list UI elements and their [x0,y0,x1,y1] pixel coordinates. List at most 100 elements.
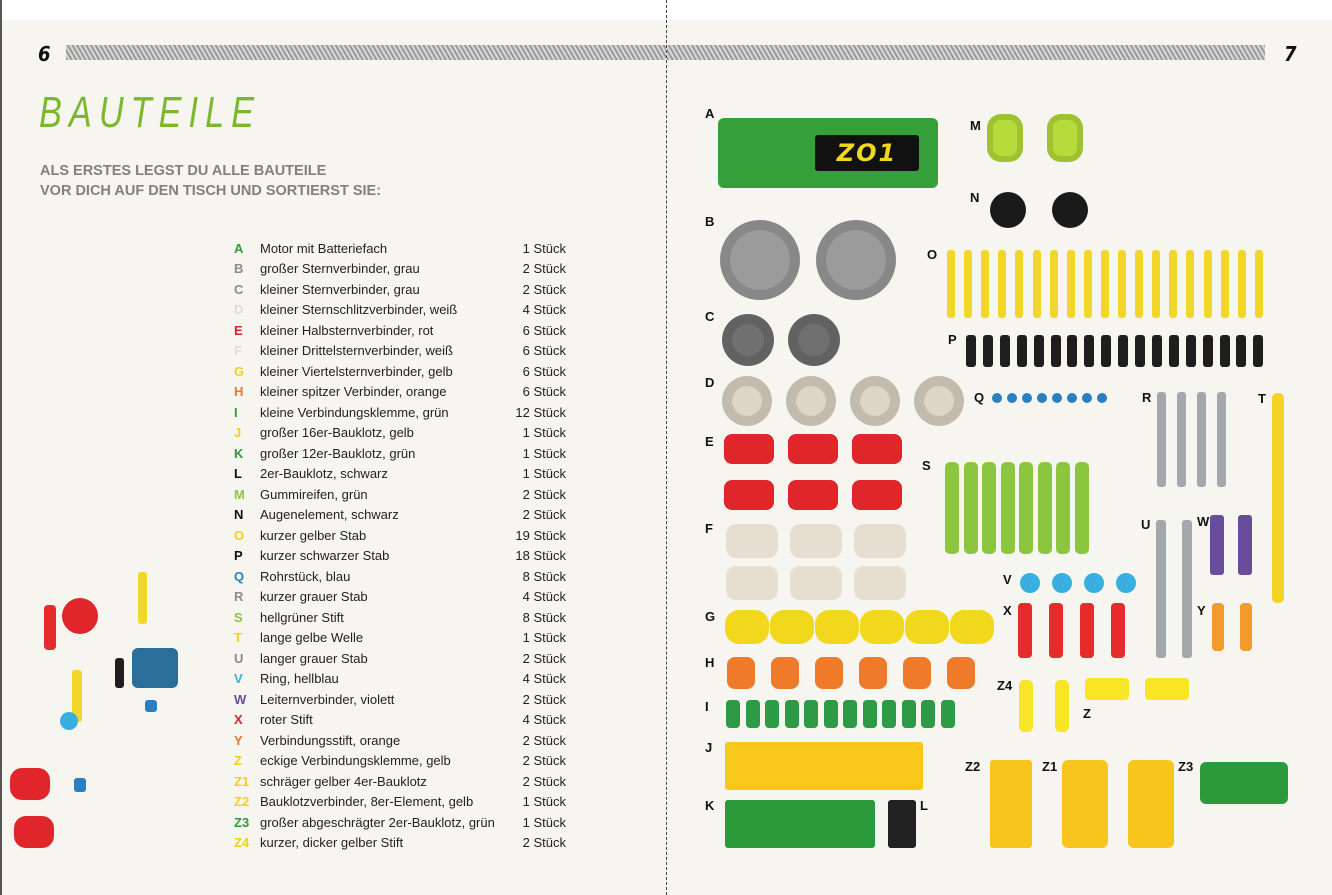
part-label-v: V [1003,572,1012,587]
ring-v-part [1052,573,1072,593]
pin-z4-part [1055,680,1069,732]
clip-i-part [765,700,779,728]
part-name: kurzer grauer Stab [260,589,368,605]
part-name: Rohrstück, blau [260,568,351,584]
part-label-u: U [1141,517,1151,532]
part-letter: W [234,691,247,707]
part-label-r: R [1142,390,1152,405]
tube-q-part [1082,393,1092,403]
tube-q-part [992,393,1002,403]
part-name: 2er-Bauklotz, schwarz [260,466,388,482]
pin-x-part [1049,603,1063,658]
part-name: schräger gelber 4er-Bauklotz [260,773,427,789]
part-name: lange gelbe Welle [260,630,364,646]
part-quantity: 2 Stück [522,486,566,502]
rod-p-part [1033,335,1044,367]
rod-o-part [998,250,1007,318]
part-label-z1: Z1 [1042,759,1058,774]
brick-j-part [725,742,923,790]
slope-z1-part [1128,760,1174,848]
rod-p-part [966,335,976,367]
part-label-a: A [705,106,715,121]
clip-i-part [843,700,857,728]
part-name: kleine Verbindungsklemme, grün [260,404,449,420]
clip-z-part [1145,678,1189,700]
slope-z3-part [1200,762,1288,804]
star-d-part [722,376,772,426]
part-label-z: Z [1083,706,1091,721]
part-quantity: 1 Stück [522,240,566,256]
part-letter: G [234,363,245,379]
halfstar-e-part [724,434,774,464]
part-quantity: 4 Stück [522,712,566,728]
halfstar-e2-part [788,480,838,510]
pin-s-part [982,462,996,554]
scatter-ring-part [60,712,78,730]
clip-i-part [804,700,818,728]
rod-u-part [1182,520,1192,658]
part-letter: B [234,261,244,277]
clip-i-part [901,700,916,728]
pointed-h-part [859,657,887,689]
rod-o-part [1015,250,1024,318]
scatter-star-part [62,598,98,634]
page-number-right: 7 [1284,42,1297,66]
quarterstar-g-part [950,610,994,644]
rod-o-part [1066,250,1075,318]
part-label-w: W [1197,514,1210,529]
rod-o-part [1135,250,1144,318]
part-label-s: S [922,458,931,473]
part-name: kurzer schwarzer Stab [260,548,390,564]
part-letter: K [234,445,244,461]
part-name: kleiner Halbsternverbinder, rot [260,322,434,338]
rod-p-part [1067,335,1078,367]
part-label-p: P [948,332,957,347]
page-gutter-line [666,0,667,895]
part-name: kleiner Drittelsternverbinder, weiß [260,343,453,359]
part-letter: N [234,507,244,523]
rod-o-part [981,250,990,318]
scatter-half-part [10,768,50,800]
part-label-d: D [705,375,715,390]
part-letter: J [234,425,242,441]
part-label-f: F [705,521,713,536]
rod-o-part [1032,250,1041,318]
part-letter: A [234,240,244,256]
clip-i-part [862,700,877,728]
part-letter: F [234,343,242,359]
part-letter: Z4 [234,835,250,851]
scatter-half2-part [14,816,54,848]
part-letter: R [234,589,244,605]
ladder-w-part [1238,515,1252,575]
part-quantity: 6 Stück [522,322,566,338]
part-quantity: 2 Stück [522,261,566,277]
part-label-q: Q [974,390,985,405]
rod-r-part [1177,392,1186,487]
tube-q-part [1007,393,1017,403]
rod-o-part [1203,250,1212,318]
part-quantity: 1 Stück [522,466,566,482]
part-label-t: T [1258,391,1266,406]
part-quantity: 1 Stück [522,814,566,830]
part-quantity: 18 Stück [515,548,566,564]
rod-p-part [1151,335,1162,367]
tube-q-part [1097,393,1107,403]
part-letter: O [234,527,245,543]
part-name: roter Stift [260,712,313,728]
pin-s-part [1074,462,1089,554]
quarterstar-g-part [815,610,859,644]
part-quantity: 2 Stück [522,732,566,748]
rod-p-part [982,335,993,367]
star-d-part [914,376,964,426]
page-number-left: 6 [38,42,51,66]
